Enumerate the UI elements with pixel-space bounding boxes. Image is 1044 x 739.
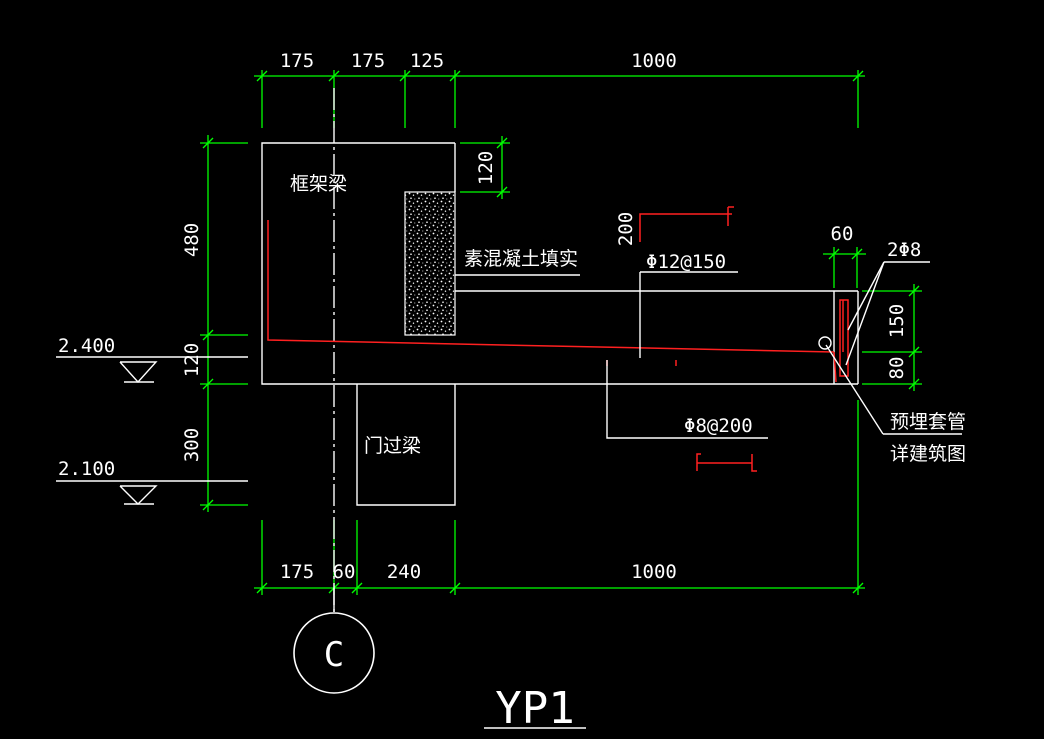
- rebar-lines: [267, 206, 849, 472]
- drawing-title: YP1: [495, 683, 574, 734]
- label-dist-rebar: Φ8@200: [684, 415, 753, 437]
- dim-right-60: 60: [831, 223, 854, 245]
- label-top-rebar: Φ12@150: [646, 251, 726, 273]
- axis-bubble: [293, 612, 375, 694]
- label-door-lintel: 门过梁: [364, 435, 421, 457]
- dim-top-175a: 175: [280, 50, 314, 72]
- dim-bottom-1000: 1000: [631, 561, 677, 583]
- label-sleeve-line1: 预埋套管: [890, 411, 966, 433]
- dim-top-175b: 175: [351, 50, 385, 72]
- beam-outlines: [261, 88, 859, 612]
- concrete-fill-hatch: [404, 191, 456, 336]
- dim-left-300: 300: [181, 428, 203, 462]
- dimension-lines: [200, 70, 922, 595]
- label-sleeve-line2: 详建筑图: [890, 443, 966, 465]
- label-edge-rebar: 2Φ8: [887, 239, 921, 261]
- dim-left-120: 120: [181, 343, 203, 377]
- elevation-2400: 2.400: [58, 335, 115, 357]
- dim-left-480: 480: [181, 223, 203, 257]
- label-concrete-fill: 素混凝土填实: [464, 248, 578, 270]
- elevation-2100: 2.100: [58, 458, 115, 480]
- dim-right-150: 150: [886, 304, 908, 338]
- dim-bottom-175: 175: [280, 561, 314, 583]
- annotation-leaders: [56, 261, 962, 729]
- axis-label: C: [324, 635, 344, 675]
- dim-bottom-240: 240: [387, 561, 421, 583]
- dim-right-80: 80: [886, 357, 908, 380]
- dim-top-125: 125: [410, 50, 444, 72]
- dim-right-120: 120: [475, 151, 497, 185]
- dim-rebar-200: 200: [615, 212, 637, 246]
- dim-top-1000: 1000: [631, 50, 677, 72]
- dim-bottom-60: 60: [333, 561, 356, 583]
- label-frame-beam: 框架梁: [290, 173, 347, 195]
